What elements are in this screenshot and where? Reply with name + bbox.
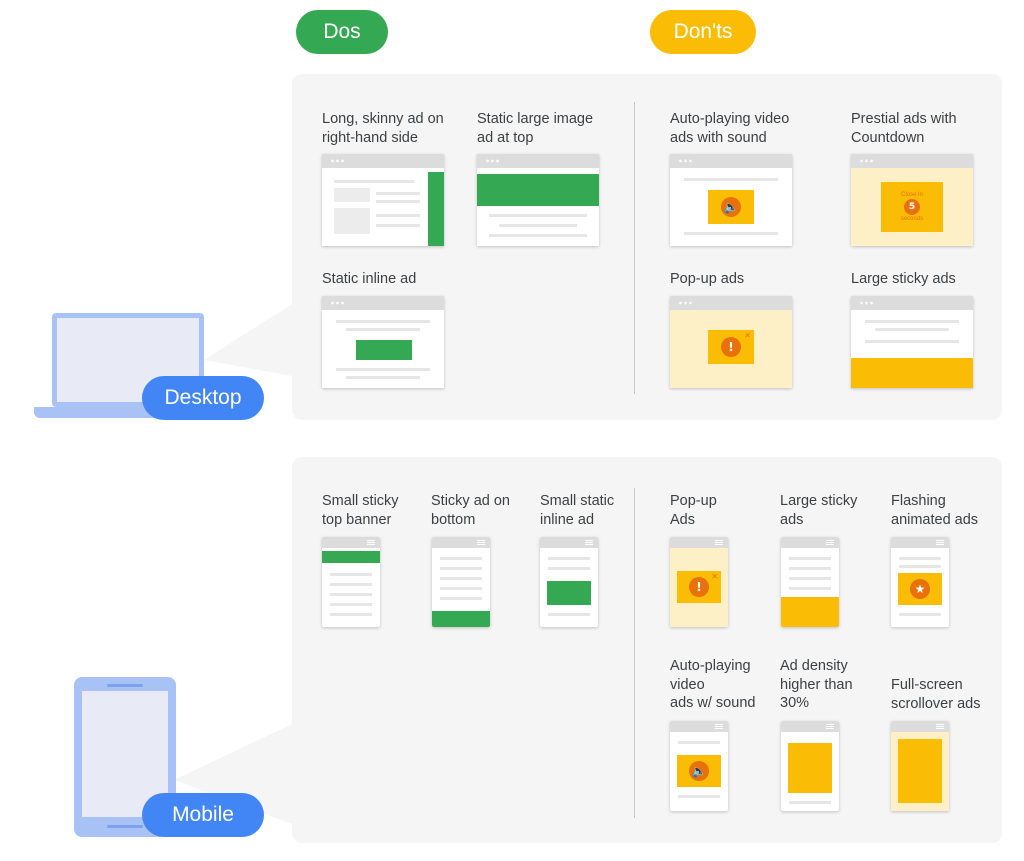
scrollover-ad xyxy=(898,739,942,803)
mobile-dont-label-autoplay: Auto-playing video ads w/ sound xyxy=(670,658,756,711)
mobile-dont-label-flashing: Flashing animated ads xyxy=(891,493,979,528)
desktop-dont-popup-mockup: ✕ ! xyxy=(670,296,792,388)
mobile-do-label-top-banner: Small sticky top banner xyxy=(322,493,399,528)
popup-ad: ✕ ! xyxy=(708,330,754,364)
dense-ad xyxy=(788,743,832,793)
desktop-connector xyxy=(204,304,292,376)
desktop-do-skinny-mockup xyxy=(322,154,444,246)
mobile-dont-density-mockup xyxy=(781,721,839,811)
mobile-do-label-inline: Small static inline ad xyxy=(540,493,615,528)
desktop-dont-label-sticky: Large sticky ads xyxy=(851,271,956,287)
desktop-dont-autoplay-mockup: 🔈 xyxy=(670,154,792,246)
desktop-divider xyxy=(634,102,635,394)
desktop-do-label-top-image: Static large image ad at top xyxy=(477,111,594,146)
top-banner-ad xyxy=(322,551,380,563)
mobile-dont-label-sticky: Large sticky ads xyxy=(780,493,858,528)
small-inline-ad xyxy=(547,581,591,605)
mobile-video-ad: 🔈 xyxy=(677,755,721,787)
desktop-dont-label-prestial: Prestial ads with Countdown xyxy=(851,111,957,146)
laptop-base xyxy=(34,407,220,418)
mobile-dont-label-popup: Pop-up Ads xyxy=(670,493,717,528)
speaker-icon: 🔈 xyxy=(721,197,741,217)
mobile-dont-scrollover-mockup xyxy=(891,721,949,811)
donts-heading: Don'ts xyxy=(650,10,756,54)
countdown-number: 5 xyxy=(904,199,920,215)
close-icon: ✕ xyxy=(711,572,718,581)
speaker-icon: 🔈 xyxy=(689,761,709,781)
countdown-ad: Close in 5 seconds xyxy=(881,182,943,232)
mobile-sticky-ad xyxy=(781,597,839,627)
dos-heading: Dos xyxy=(296,10,388,54)
desktop-dont-prestial-mockup: Close in 5 seconds xyxy=(851,154,973,246)
countdown-text-bottom: seconds xyxy=(900,216,924,222)
mobile-do-label-bottom: Sticky ad on bottom xyxy=(431,493,510,528)
desktop-badge: Desktop xyxy=(142,376,264,420)
mobile-dont-popup-mockup: ✕ ! xyxy=(670,537,728,627)
mobile-popup-ad: ✕ ! xyxy=(677,571,721,603)
mobile-do-bottom-mockup xyxy=(432,537,490,627)
phone-home-bar xyxy=(107,825,143,828)
mobile-dont-flashing-mockup: ★ xyxy=(891,537,949,627)
mobile-dont-label-density: Ad density higher than 30% xyxy=(780,658,853,711)
star-icon: ★ xyxy=(910,579,930,599)
inline-ad xyxy=(356,340,412,360)
desktop-do-label-inline: Static inline ad xyxy=(322,271,417,287)
top-image-ad xyxy=(477,174,599,206)
phone-speaker xyxy=(107,684,143,687)
mobile-connector xyxy=(174,724,292,824)
desktop-dont-label-popup: Pop-up ads xyxy=(670,271,745,287)
countdown-text-top: Close in xyxy=(901,192,923,198)
flashing-ad: ★ xyxy=(898,573,942,605)
mobile-badge: Mobile xyxy=(142,793,264,837)
mobile-do-inline-mockup xyxy=(540,537,598,627)
desktop-do-inline-mockup xyxy=(322,296,444,388)
desktop-do-top-image-mockup xyxy=(477,154,599,246)
exclamation-icon: ! xyxy=(721,337,741,357)
skinny-ad xyxy=(428,172,444,246)
desktop-dont-sticky-mockup xyxy=(851,296,973,388)
desktop-do-label-skinny: Long, skinny ad on right-hand side xyxy=(322,111,444,146)
mobile-dont-label-scrollover: Full-screen scrollover ads xyxy=(891,677,981,712)
mobile-dont-autoplay-mockup: 🔈 xyxy=(670,721,728,811)
sticky-ad xyxy=(851,358,973,388)
mobile-dont-sticky-mockup xyxy=(781,537,839,627)
video-ad: 🔈 xyxy=(708,190,754,224)
desktop-dont-label-autoplay: Auto-playing video ads with sound xyxy=(670,111,790,146)
close-icon: ✕ xyxy=(744,331,751,340)
mobile-do-top-banner-mockup xyxy=(322,537,380,627)
bottom-sticky-ad xyxy=(432,611,490,627)
mobile-panel xyxy=(292,457,1002,843)
exclamation-icon: ! xyxy=(689,577,709,597)
mobile-divider xyxy=(634,488,635,818)
